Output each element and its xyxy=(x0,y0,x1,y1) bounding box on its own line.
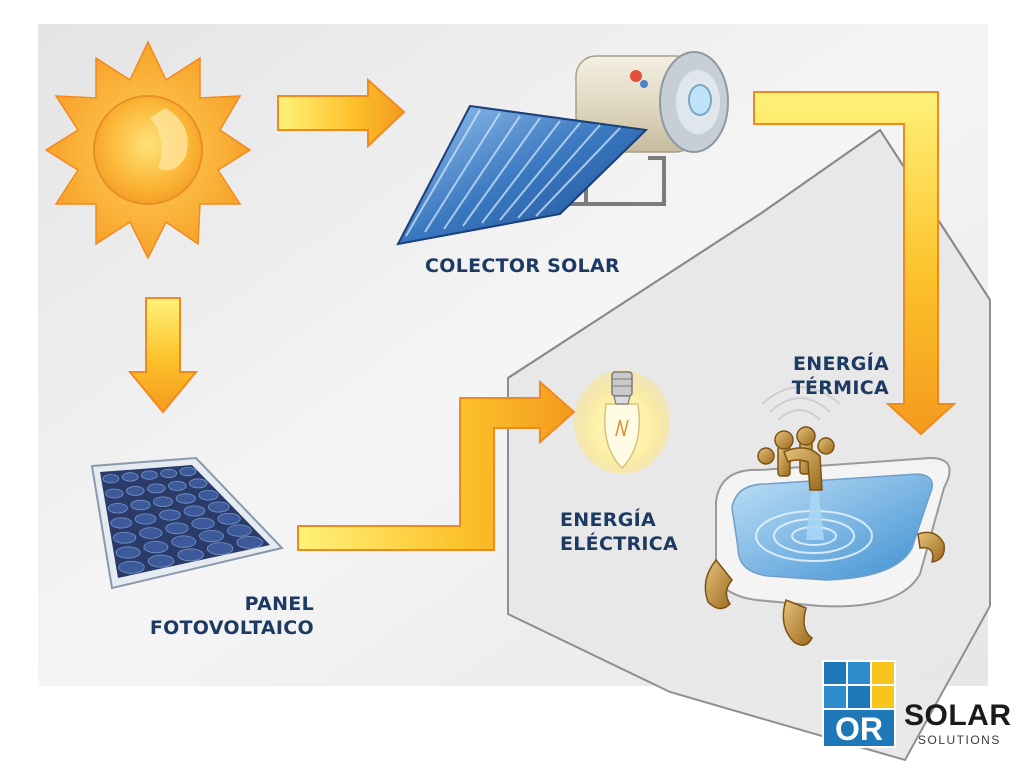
pv-cell xyxy=(121,472,139,482)
pv-cell xyxy=(175,493,196,504)
solar-collector-icon xyxy=(396,51,729,246)
pv-cell xyxy=(226,524,252,537)
label-termica-line1: ENERGÍA xyxy=(793,353,889,375)
label-panel-line2: FOTOVOLTAICO xyxy=(149,617,314,639)
pv-cell xyxy=(171,535,197,548)
label-electrica-line2: ELÉCTRICA xyxy=(560,533,679,555)
label-termica-line2: TÉRMICA xyxy=(791,377,889,399)
pv-cell xyxy=(199,529,224,543)
pv-cell xyxy=(147,554,175,568)
pv-cell xyxy=(206,542,234,555)
pv-cell xyxy=(110,517,132,529)
or-logo-mark-icon: OR xyxy=(822,660,896,748)
pv-cell xyxy=(236,536,263,549)
pv-cell xyxy=(102,474,120,484)
label-energia-electrica: ENERGÍA ELÉCTRICA xyxy=(560,508,678,556)
pv-cell xyxy=(134,513,157,525)
arrow-sun-to-panel xyxy=(127,297,199,414)
pv-cell xyxy=(105,488,124,499)
photovoltaic-panel-icon xyxy=(90,456,284,590)
pv-cell xyxy=(160,468,178,478)
label-colector-solar: COLECTOR SOLAR xyxy=(425,254,620,278)
pv-cell xyxy=(188,478,208,489)
pv-cell xyxy=(165,522,189,535)
logo-tagline: SOLUTIONS xyxy=(918,733,1001,747)
label-panel-fotovoltaico: PANEL FOTOVOLTAICO xyxy=(148,592,314,640)
pv-cell xyxy=(126,485,145,496)
or-solar-logo: OR SOLAR SOLUTIONS xyxy=(822,660,1012,752)
pv-cell xyxy=(217,512,241,525)
pv-cell xyxy=(191,517,215,530)
pv-cell xyxy=(183,505,206,517)
label-panel-line1: PANEL xyxy=(244,593,314,615)
light-bulb-icon xyxy=(574,370,670,474)
arrow-sun-to-collector xyxy=(277,77,406,149)
pv-cell xyxy=(118,560,145,574)
pv-cell xyxy=(115,546,141,559)
pv-cell xyxy=(113,531,137,544)
pv-cell xyxy=(179,466,197,477)
pv-cell xyxy=(140,470,158,480)
arrow-panel-to-bulb xyxy=(297,379,576,551)
pv-cell xyxy=(208,501,230,513)
sun-icon xyxy=(44,40,252,260)
pv-cell xyxy=(153,496,174,507)
pv-cell xyxy=(168,480,187,491)
pv-cell xyxy=(159,509,181,521)
pv-cell xyxy=(143,540,169,554)
logo-name: SOLAR xyxy=(904,699,1012,732)
pv-cell xyxy=(147,483,166,494)
or-logo-mark-text: OR xyxy=(835,711,883,747)
label-electrica-line1: ENERGÍA xyxy=(560,509,656,531)
pv-cell xyxy=(107,503,128,514)
pv-cell xyxy=(130,499,151,511)
pv-cell xyxy=(198,490,219,501)
bathtub-icon xyxy=(704,386,951,646)
label-colector-solar-text: COLECTOR SOLAR xyxy=(425,255,620,277)
pv-cell xyxy=(139,527,163,539)
pv-cell xyxy=(177,548,204,562)
label-energia-termica: ENERGÍA TÉRMICA xyxy=(773,352,889,400)
arrow-collector-to-bathtub xyxy=(753,91,957,436)
